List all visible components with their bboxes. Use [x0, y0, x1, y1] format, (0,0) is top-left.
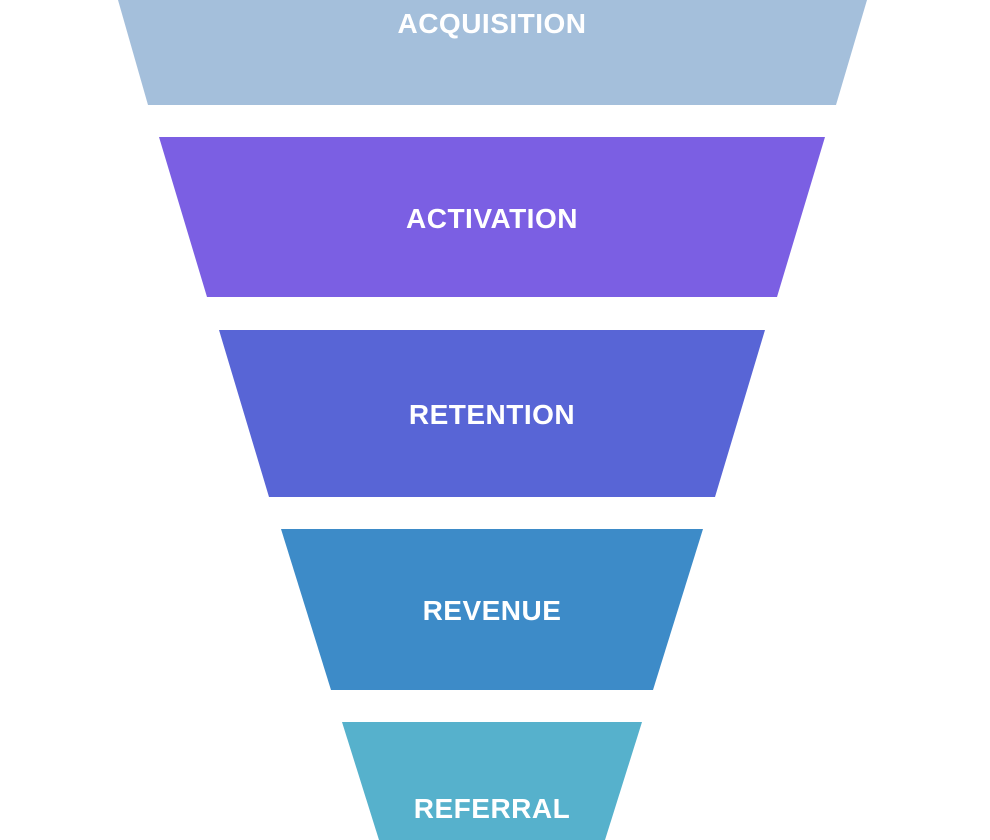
funnel-stage-acquisition: ACQUISITION: [118, 0, 867, 105]
funnel-segment-referral: [342, 722, 642, 840]
funnel-segment-acquisition: [118, 0, 867, 105]
stage-label-referral: REFERRAL: [414, 793, 570, 824]
funnel-stage-revenue: REVENUE: [281, 529, 703, 690]
funnel-stage-retention: RETENTION: [219, 330, 765, 497]
stage-label-acquisition: ACQUISITION: [397, 8, 586, 39]
funnel-segment-retention: [219, 330, 765, 497]
funnel-segment-revenue: [281, 529, 703, 690]
stage-label-retention: RETENTION: [409, 399, 575, 430]
stage-label-revenue: REVENUE: [423, 595, 562, 626]
stage-label-activation: ACTIVATION: [406, 203, 578, 234]
funnel-segment-activation: [159, 137, 825, 297]
funnel-stage-referral: REFERRAL: [342, 722, 642, 840]
funnel-stage-activation: ACTIVATION: [159, 137, 825, 297]
